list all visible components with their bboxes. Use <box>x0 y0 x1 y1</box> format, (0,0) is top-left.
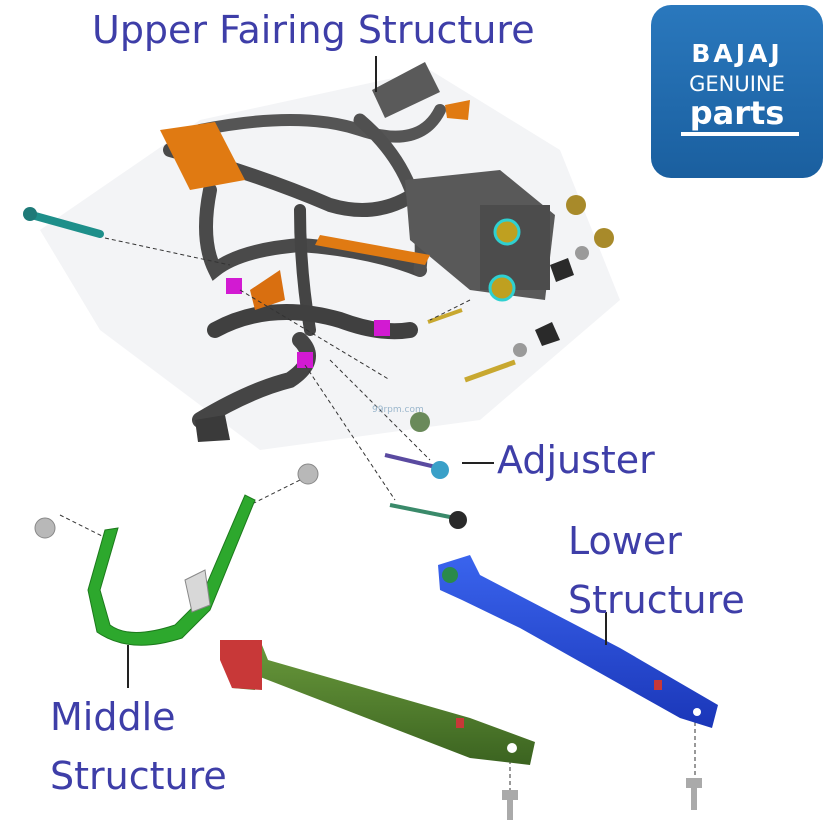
lower-structure <box>438 555 718 810</box>
bottom-bar <box>220 640 535 820</box>
badge-genuine: GENUINE <box>689 72 785 96</box>
watermark-text: 99rpm.com <box>372 405 424 415</box>
badge-parts: parts <box>689 94 785 132</box>
badge-brand: BAJAJ <box>691 39 783 68</box>
lower-structure-label-line2: Structure <box>568 577 745 622</box>
lower-structure-label: Lower Structure <box>568 512 745 630</box>
badge-underline <box>681 132 799 136</box>
lower-structure-label-line1: Lower <box>568 519 682 563</box>
assembly-guide-lines <box>59 237 696 790</box>
upper-fairing-structure-label: Upper Fairing Structure <box>92 8 535 52</box>
upper-fairing-structure <box>23 56 620 450</box>
middle-structure-label: Middle Structure <box>50 688 227 806</box>
bajaj-genuine-parts-logo: BAJAJ GENUINE parts <box>651 5 823 178</box>
middle-structure-label-line2: Structure <box>50 753 227 798</box>
adjuster-label: Adjuster <box>497 438 655 482</box>
middle-structure <box>34 463 319 688</box>
adjuster-parts <box>384 412 494 529</box>
middle-structure-label-line1: Middle <box>50 695 176 739</box>
